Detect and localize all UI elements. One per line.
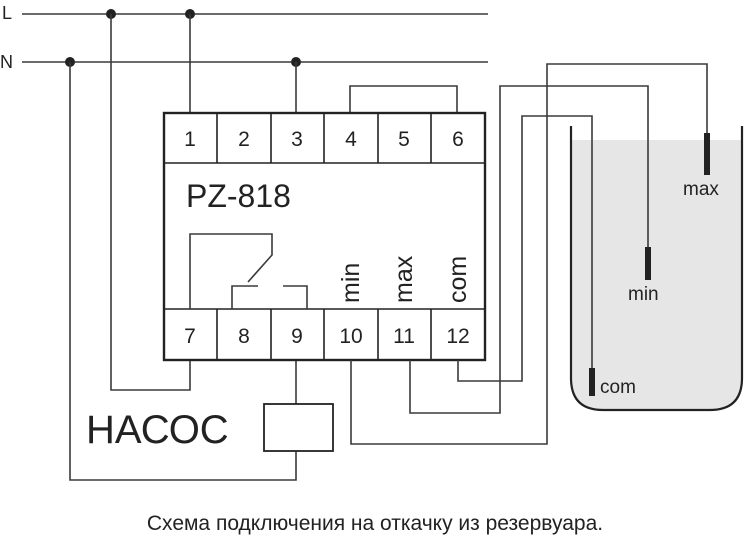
pump-box <box>263 403 334 452</box>
terminal-7: 7 <box>184 325 196 348</box>
wire-term12-com-sensor <box>457 115 593 382</box>
terminal-4: 4 <box>345 128 357 151</box>
device-model: PZ-818 <box>186 178 291 214</box>
diagram-caption: Схема подключения на откачку из резервуа… <box>146 512 604 535</box>
min-sensor-electrode <box>645 247 651 280</box>
com-sensor-label: com <box>600 377 636 398</box>
com-sensor-electrode <box>589 368 595 396</box>
terminal-9: 9 <box>291 325 303 348</box>
max-sensor-label: max <box>683 179 719 200</box>
tank-water <box>571 140 742 410</box>
terminal-8: 8 <box>238 325 250 348</box>
wire-n-pump <box>69 62 297 481</box>
input-label-max: max <box>390 255 418 303</box>
terminal-6: 6 <box>452 128 464 151</box>
terminal-2: 2 <box>238 128 250 151</box>
terminal-5: 5 <box>398 128 410 151</box>
terminal-10: 10 <box>339 325 362 348</box>
terminal-12: 12 <box>446 325 469 348</box>
terminal-11: 11 <box>393 325 415 348</box>
max-sensor-electrode <box>704 133 710 175</box>
tank-outline <box>569 126 744 412</box>
terminal-1: 1 <box>184 128 196 151</box>
pump-label: НАСОС <box>86 408 229 452</box>
line-l-label: L <box>2 3 12 23</box>
line-n-label: N <box>0 52 13 72</box>
input-label-min: min <box>337 263 365 303</box>
wire-term11-min-sensor <box>409 85 649 414</box>
relay-contact-symbol <box>189 233 308 309</box>
terminal-3: 3 <box>291 128 303 151</box>
wire-l-term7 <box>110 14 191 391</box>
wire-term10-max-sensor <box>350 63 708 445</box>
jumper-4-6 <box>349 85 458 113</box>
input-label-com: com <box>444 256 472 303</box>
min-sensor-label: min <box>628 284 659 305</box>
